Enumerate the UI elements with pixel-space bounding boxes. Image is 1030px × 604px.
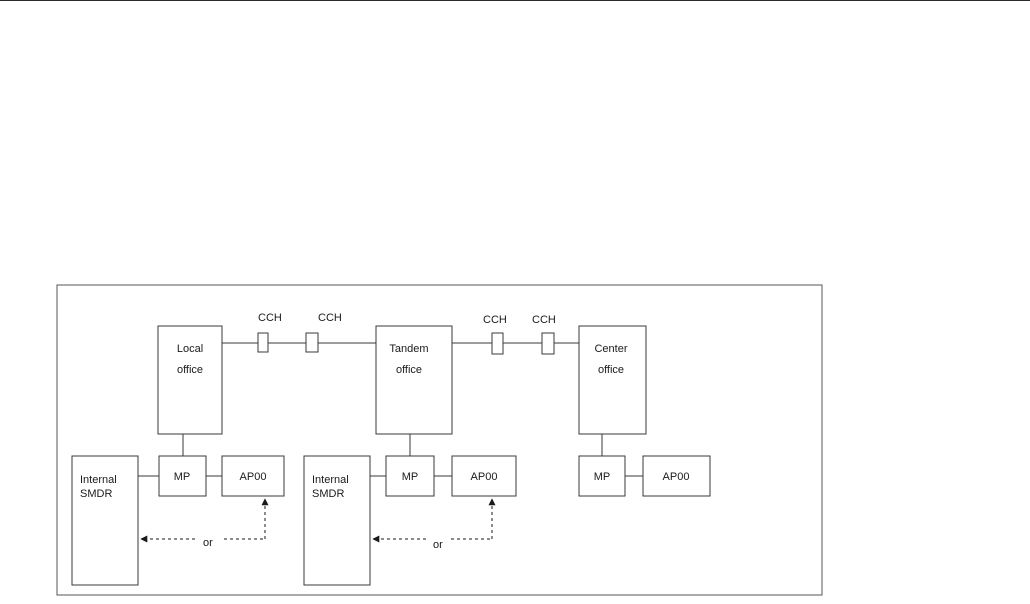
or-label: or [433, 539, 443, 551]
top-rule [0, 0, 1030, 1]
internal-smdr-2: Internal SMDR [303, 455, 371, 586]
mp-label: MP [402, 471, 419, 483]
cch-label: CCH [258, 312, 282, 324]
smdr-label-line2: SMDR [312, 488, 344, 500]
ap00-label: AP00 [471, 471, 498, 483]
cch-block-2: CCH [305, 312, 342, 353]
smdr-label-line1: Internal [312, 474, 349, 486]
local-office: Local office [157, 325, 223, 435]
tandem-office-label-line2: office [396, 364, 422, 376]
ap00-box-2: AP00 [451, 455, 517, 497]
or-choice-1 [140, 498, 269, 543]
local-office-label-line1: Local [177, 343, 203, 355]
or-choice-2 [372, 498, 496, 543]
cch-block-3: CCH [483, 314, 507, 355]
tandem-office-label-line1: Tandem [389, 343, 428, 355]
smdr-label-line1: Internal [80, 474, 117, 486]
center-office-label-line1: Center [594, 343, 627, 355]
tandem-office: Tandem office [375, 325, 453, 435]
center-office-label-line2: office [598, 364, 624, 376]
mp-label: MP [174, 471, 191, 483]
office-mp-connectors [182, 434, 603, 456]
cch-label: CCH [318, 312, 342, 324]
ap00-box-3: AP00 [642, 455, 711, 497]
mp-label: MP [594, 471, 611, 483]
mp-box-2: MP [385, 455, 435, 497]
mp-box-3: MP [578, 455, 626, 497]
internal-smdr-1: Internal SMDR [71, 455, 139, 586]
ap00-label: AP00 [240, 471, 267, 483]
or-label: or [203, 537, 213, 549]
center-office: Center office [578, 325, 647, 435]
ap00-box-1: AP00 [221, 455, 285, 497]
cch-label: CCH [483, 314, 507, 326]
diagram-frame [56, 284, 823, 596]
cch-label: CCH [532, 314, 556, 326]
smdr-label-line2: SMDR [80, 488, 112, 500]
ap00-label: AP00 [663, 471, 690, 483]
cch-block-1: CCH [257, 312, 282, 353]
cch-block-4: CCH [532, 314, 556, 355]
mp-box-1: MP [158, 455, 207, 497]
local-office-label-line2: office [177, 364, 203, 376]
